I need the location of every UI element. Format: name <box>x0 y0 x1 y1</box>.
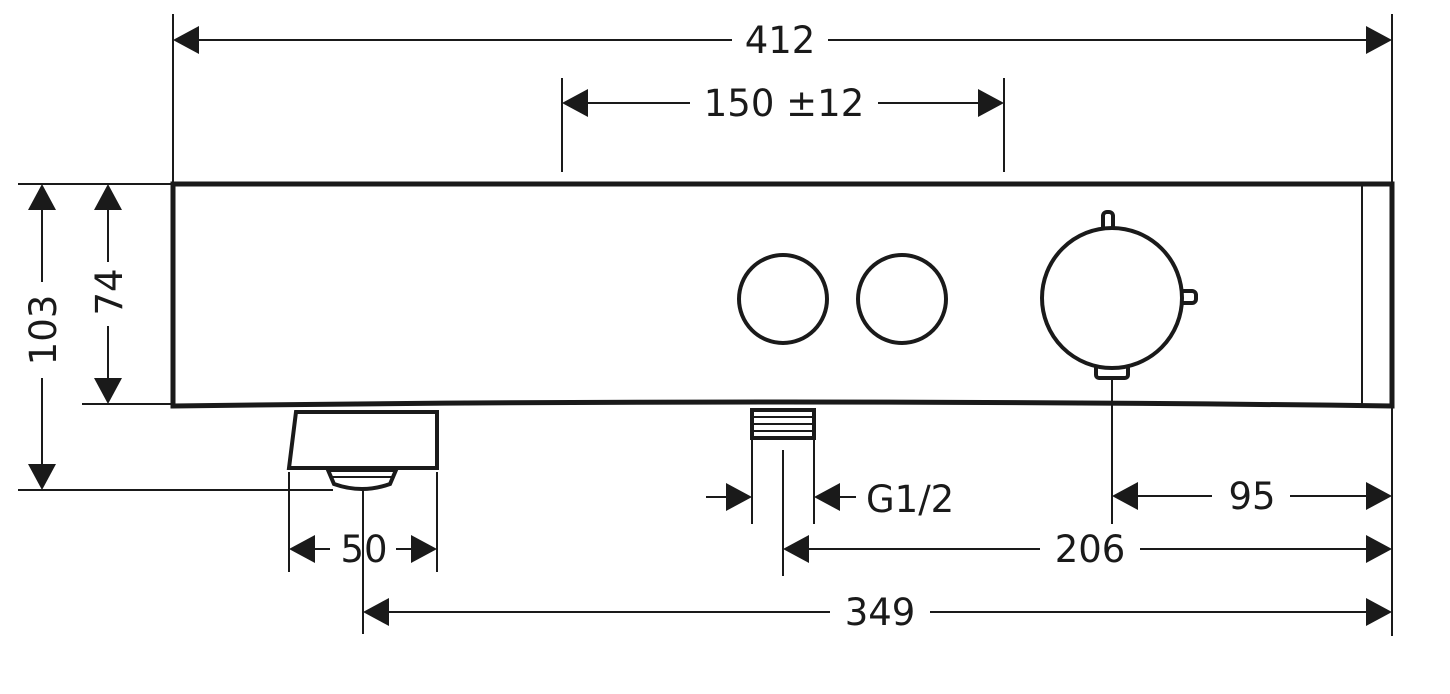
button-right <box>856 253 948 345</box>
push-buttons <box>737 253 948 345</box>
label-103: 103 <box>22 295 65 366</box>
dimension-spout-width: 50 <box>289 528 437 571</box>
label-206: 206 <box>1055 528 1126 571</box>
dimension-spout-offset: 349 <box>363 591 1392 634</box>
label-g1-2: G1/2 <box>866 478 954 521</box>
dimension-overall-depth: 103 <box>22 184 65 490</box>
dimension-overall-width: 412 <box>173 19 1392 62</box>
spout <box>286 410 439 491</box>
button-left <box>737 253 829 345</box>
temperature-handle <box>1040 210 1198 380</box>
label-412: 412 <box>745 19 816 62</box>
thread-connection <box>750 408 816 440</box>
label-50: 50 <box>340 528 387 571</box>
label-349: 349 <box>845 591 916 634</box>
dimension-thread-size: G1/2 <box>706 478 954 521</box>
dimension-connection-spacing: 150 ±12 <box>562 82 1004 125</box>
label-150-12: 150 ±12 <box>704 82 864 125</box>
extension-lines <box>18 14 1393 636</box>
label-74: 74 <box>88 268 131 315</box>
label-95: 95 <box>1228 475 1275 518</box>
dimension-inlet-offset: 206 <box>783 528 1392 571</box>
dimension-handle-offset: 95 <box>1112 475 1392 518</box>
thermostat-body <box>170 181 1395 409</box>
dimension-body-height: 74 <box>88 184 131 404</box>
